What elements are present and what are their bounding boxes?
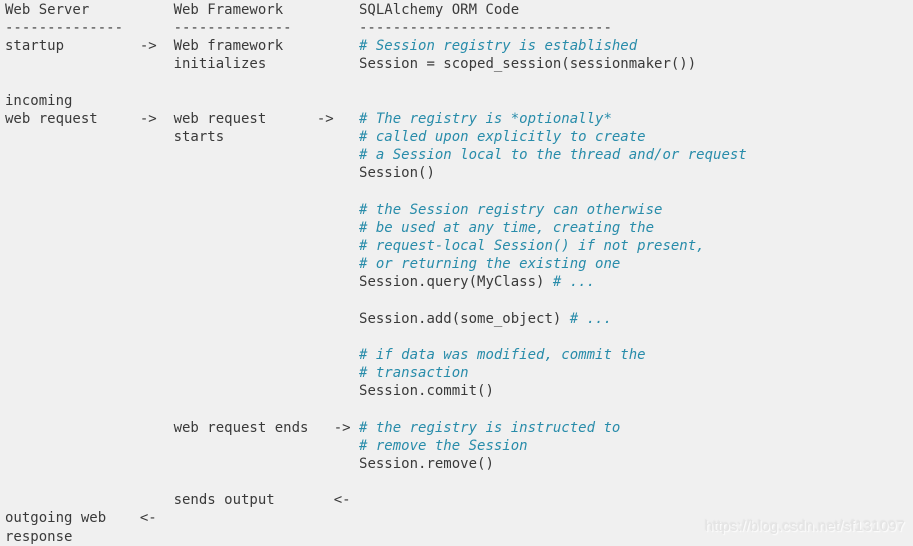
code-text: web request ends -> [173, 419, 360, 436]
code-line: startup -> Web framework # Session regis… [5, 38, 637, 54]
code-text: web request -> web request -> [5, 110, 360, 127]
code-line: response [5, 529, 72, 545]
code-line: Web Server Web Framework SQLAlchemy ORM … [5, 2, 519, 18]
code-text: Session.add(some_object) [359, 310, 570, 327]
code-line: # remove the Session [5, 438, 528, 454]
code-line: # or returning the existing one [5, 256, 620, 272]
code-comment: # be used at any time, creating the [359, 219, 655, 236]
code-line: # the Session registry can otherwise [5, 202, 662, 218]
code-line: # if data was modified, commit the [5, 347, 646, 363]
code-line: -------------- -------------- ----------… [5, 20, 612, 36]
code-comment: # ... [552, 274, 596, 291]
code-comment: # ... [569, 310, 612, 327]
code-line: sends output <- [5, 492, 351, 508]
code-comment: # transaction [359, 365, 469, 382]
code-comment: # the Session registry can otherwise [359, 201, 663, 218]
code-comment: # a Session local to the thread and/or r… [359, 147, 747, 164]
code-line: web request -> web request -> # The regi… [5, 111, 612, 127]
code-text: starts [173, 129, 360, 146]
code-comment: # The registry is *optionally* [359, 110, 612, 127]
code-text: Session.remove() [359, 455, 494, 472]
watermark: https://blog.csdn.net/sf131097 [704, 518, 905, 535]
code-text: sends output <- [173, 492, 351, 509]
code-comment: # if data was modified, commit the [359, 346, 646, 363]
code-line: incoming [5, 93, 72, 109]
code-text: Session.commit() [359, 383, 494, 400]
code-line: # be used at any time, creating the [5, 220, 654, 236]
code-text: Web Server Web Framework SQLAlchemy ORM … [5, 2, 520, 18]
code-line: outgoing web <- [5, 510, 157, 526]
code-comment: # request-local Session() if not present… [359, 238, 705, 255]
code-text: outgoing web <- [5, 510, 157, 527]
code-text: initializes Session = scoped_session(ses… [173, 56, 697, 73]
code-text: -------------- -------------- ----------… [5, 20, 612, 37]
code-text: Session() [359, 165, 435, 182]
code-line: Session.query(MyClass) # ... [5, 274, 595, 290]
code-line: # transaction [5, 365, 469, 381]
code-comment: # or returning the existing one [359, 256, 621, 273]
code-line: Session.commit() [5, 383, 494, 399]
code-text: response [5, 528, 73, 545]
code-text: startup -> Web framework [5, 38, 360, 55]
code-line: # a Session local to the thread and/or r… [5, 147, 747, 163]
code-text: incoming [5, 92, 73, 109]
code-line: Session() [5, 165, 435, 181]
code-comment: # remove the Session [359, 437, 528, 454]
code-line: Session.remove() [5, 456, 494, 472]
code-line: # request-local Session() if not present… [5, 238, 705, 254]
code-line: Session.add(some_object) # ... [5, 311, 612, 327]
code-comment: # Session registry is established [359, 38, 638, 55]
code-line: initializes Session = scoped_session(ses… [5, 56, 697, 73]
code-comment: # called upon explicitly to create [359, 129, 646, 146]
code-comment: # the registry is instructed to [359, 419, 621, 436]
code-line: starts # called upon explicitly to creat… [5, 129, 646, 145]
code-line: web request ends -> # the registry is in… [5, 419, 621, 436]
code-text: Session.query(MyClass) [359, 274, 553, 291]
